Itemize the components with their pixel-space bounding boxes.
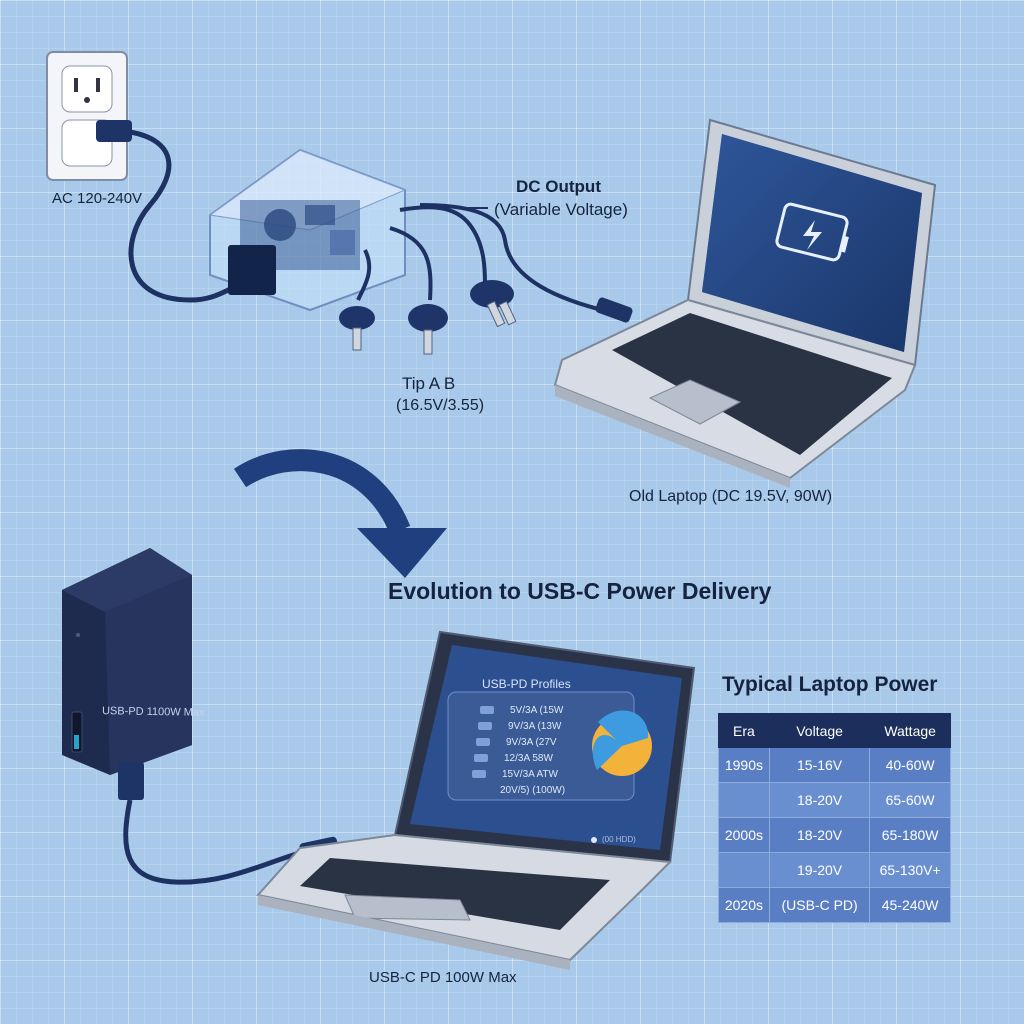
usb-c-plug xyxy=(118,762,144,800)
profile-item: 12/3A 58W xyxy=(504,753,553,764)
evolution-arrow xyxy=(233,449,411,535)
power-table: Era Voltage Wattage 1990s 15-16V 40-60W … xyxy=(718,713,951,923)
ac-input-label: AC 120-240V xyxy=(52,190,143,207)
usb-c-cable xyxy=(123,799,311,885)
old-laptop xyxy=(553,118,937,488)
screen-small-text: (00 HDD) xyxy=(602,835,636,844)
cell-voltage: 15-16V xyxy=(768,747,871,783)
dc-cable-2 xyxy=(389,226,433,301)
charger-label: USB-PD 1100W Max xyxy=(101,705,205,719)
cell-wattage: 65-130V+ xyxy=(869,852,951,888)
screen-title: USB-PD Profiles xyxy=(482,677,571,691)
table-row: 2020s (USB-C PD) 45-240W xyxy=(718,887,951,923)
header-voltage: Voltage xyxy=(768,713,871,748)
dc-tip-3 xyxy=(470,280,517,328)
cell-wattage: 65-60W xyxy=(869,782,951,818)
dc-output-label: DC Output xyxy=(516,177,601,196)
laptop-barrel-plug xyxy=(595,297,633,323)
profile-item: 15V/3A ATW xyxy=(502,769,558,780)
profile-item: 20V/5) (100W) xyxy=(500,785,566,796)
profile-item: 9V/3A (13W xyxy=(508,721,562,732)
wall-outlet xyxy=(46,51,128,181)
cell-wattage: 45-240W xyxy=(869,887,951,923)
cell-wattage: 65-180W xyxy=(869,817,951,853)
power-brick xyxy=(208,148,407,312)
usb-c-charger xyxy=(62,548,192,775)
dc-tip-2 xyxy=(408,304,448,355)
tip-label: Tip A B xyxy=(402,374,456,393)
table-row: 1990s 15-16V 40-60W xyxy=(718,747,951,783)
table-header-row: Era Voltage Wattage xyxy=(718,713,951,748)
header-wattage: Wattage xyxy=(869,713,951,748)
cell-voltage: (USB-C PD) xyxy=(768,887,871,923)
cell-voltage: 18-20V xyxy=(768,817,871,853)
ac-cable xyxy=(128,129,241,303)
cell-voltage: 19-20V xyxy=(768,852,871,888)
profile-item: 5V/3A (15W xyxy=(510,705,564,716)
wall-plug xyxy=(96,120,132,142)
table-row: 19-20V 65-130V+ xyxy=(718,852,951,888)
new-laptop-label: USB-C PD 100W Max xyxy=(369,969,517,986)
cell-era: 1990s xyxy=(718,747,770,783)
dc-cable-laptop xyxy=(419,203,611,314)
cell-wattage: 40-60W xyxy=(869,747,951,783)
table-row: 2000s 18-20V 65-180W xyxy=(718,817,951,853)
dc-cable-1 xyxy=(356,249,372,301)
table-title: Typical Laptop Power xyxy=(722,673,938,696)
cell-voltage: 18-20V xyxy=(768,782,871,818)
cell-era: 2020s xyxy=(718,887,770,923)
profile-item: 9V/3A (27V xyxy=(506,737,557,748)
cell-era xyxy=(718,852,770,888)
evolution-arrow-head xyxy=(357,528,447,578)
dc-tip-1 xyxy=(339,306,375,351)
cell-era: 2000s xyxy=(718,817,770,853)
evolution-title: Evolution to USB-C Power Delivery xyxy=(388,578,772,604)
dc-output-sublabel: (Variable Voltage) xyxy=(494,200,628,219)
new-laptop xyxy=(256,630,696,970)
dc-cable-3 xyxy=(399,205,487,286)
old-laptop-label: Old Laptop (DC 19.5V, 90W) xyxy=(629,488,833,505)
table-row: 18-20V 65-60W xyxy=(718,782,951,818)
tip-sublabel: (16.5V/3.55) xyxy=(396,397,485,414)
header-era: Era xyxy=(718,713,770,748)
cell-era xyxy=(718,782,770,818)
